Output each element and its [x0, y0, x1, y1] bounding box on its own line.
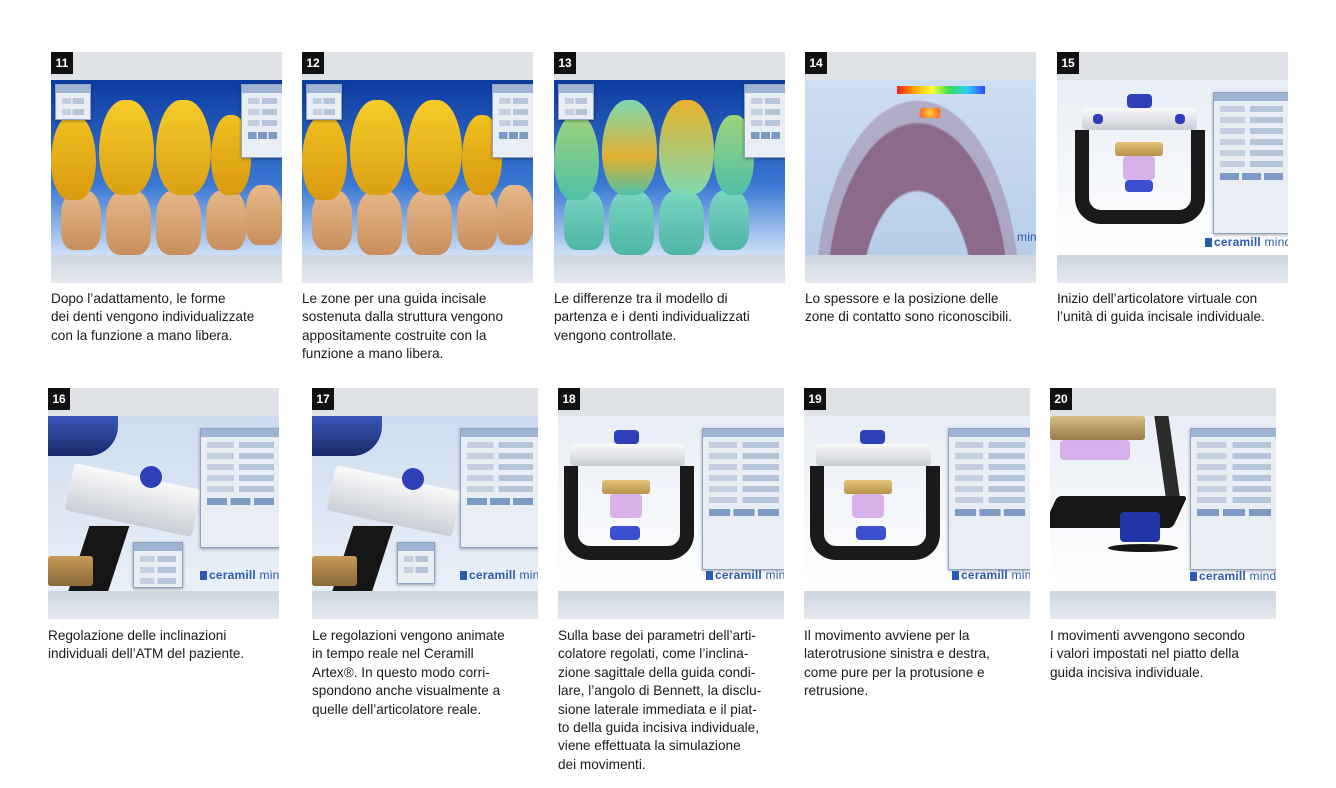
figure-caption: Il movimento avviene per la laterotrusio… [804, 628, 990, 699]
ceramill-logo: ceramill mind [1205, 235, 1288, 249]
figure-20: ceramill mind 20 I movimenti avvengono s… [1050, 388, 1276, 688]
figure-number: 16 [48, 388, 70, 410]
screenshot-image [51, 52, 282, 283]
ceramill-logo: ceramill mind [1190, 569, 1276, 583]
figure-number: 12 [302, 52, 324, 74]
screenshot-image: ceramill mind [804, 388, 1030, 619]
figure-number: 18 [558, 388, 580, 410]
figure-number: 19 [804, 388, 826, 410]
figure-caption: Dopo l’adattamento, le forme dei denti v… [51, 291, 255, 343]
figure-13: 13 Le differenze tra il modello di parte… [554, 52, 785, 352]
figure-caption: I movimenti avvengono secondo i valori i… [1050, 628, 1245, 680]
ceramill-logo: ceramill mind [952, 568, 1030, 582]
figure-number: 15 [1057, 52, 1079, 74]
color-scale-bar [897, 86, 985, 94]
screenshot-image: ceramill mind [1050, 388, 1276, 619]
screenshot-image: ceramill mind [558, 388, 784, 619]
screenshot-image [302, 52, 533, 283]
figure-caption: Le zone per una guida incisale sostenuta… [302, 291, 504, 362]
figure-caption: Le differenze tra il modello di partenza… [554, 291, 750, 343]
figure-16: ceramill mind 16 Regolazione delle incli… [48, 388, 279, 678]
figure-caption: Inizio dell’articolatore virtuale con l’… [1057, 291, 1265, 325]
figure-number: 11 [51, 52, 73, 74]
figure-number: 20 [1050, 388, 1072, 410]
figure-15: ceramill mind 15 Inizio dell’articolator… [1057, 52, 1288, 352]
figure-18: ceramill mind 18 Sulla base dei parametr… [558, 388, 784, 783]
figure-12: 12 Le zone per una guida incisale sosten… [302, 52, 533, 372]
screenshot-image [554, 52, 785, 283]
screenshot-image: ceramill mind [48, 388, 279, 619]
ceramill-logo: ceramill mind [460, 568, 538, 582]
ceramill-logo: mind [1017, 230, 1036, 244]
figure-number: 14 [805, 52, 827, 74]
screenshot-image: mind [805, 52, 1036, 283]
ceramill-logo: ceramill mind [706, 568, 784, 582]
figure-19: ceramill mind 19 Il movimento avviene pe… [804, 388, 1030, 708]
ceramill-logo: ceramill mind [200, 568, 279, 582]
screenshot-image: ceramill mind [312, 388, 538, 619]
figure-caption: Regolazione delle inclinazioni individua… [48, 628, 245, 662]
figure-number: 13 [554, 52, 576, 74]
figure-17: ceramill mind 17 Le regolazioni vengono … [312, 388, 538, 728]
figure-caption: Sulla base dei parametri dell’arti- cola… [558, 628, 762, 772]
figure-caption: Lo spessore e la posizione delle zone di… [805, 291, 1013, 325]
figure-14: mind 14 Lo spessore e la posizione delle… [805, 52, 1036, 352]
screenshot-image: ceramill mind [1057, 52, 1288, 283]
figure-caption: Le regolazioni vengono animate in tempo … [312, 628, 505, 717]
figure-11: 11 Dopo l’adattamento, le forme dei dent… [51, 52, 282, 352]
figure-number: 17 [312, 388, 334, 410]
